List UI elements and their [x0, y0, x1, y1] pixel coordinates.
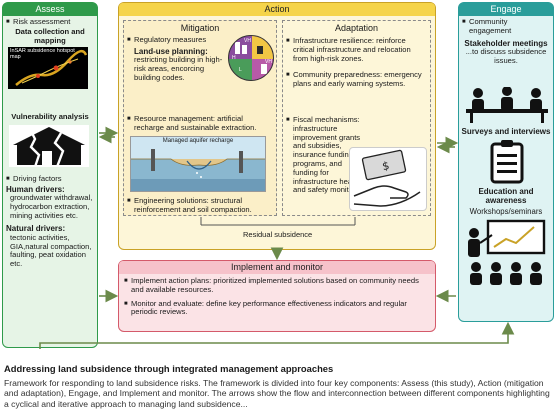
- landuse-text: restricting building in high-risk areas,…: [134, 55, 223, 82]
- assess-panel: Assess Risk assessment Data collection a…: [2, 2, 98, 348]
- map-label-h: H: [232, 55, 236, 61]
- data-collection-heading: Data collection and mapping: [15, 26, 85, 45]
- residual-subsidence-label: Residual subsidence: [243, 230, 313, 239]
- engage-title: Engage: [459, 3, 553, 16]
- human-drivers-heading: Human drivers:: [6, 184, 65, 194]
- implement-title: Implement and monitor: [119, 261, 435, 274]
- clipboard-icon: [490, 140, 524, 184]
- action-title: Action: [119, 3, 435, 16]
- presentation-icon: [468, 219, 546, 285]
- insar-map-label: InSAR subsidence hotspot map: [10, 48, 75, 60]
- map-label-vh-2: VH: [265, 59, 272, 65]
- insar-map-image: InSAR subsidence hotspot map: [8, 47, 88, 89]
- action-panel: Action Mitigation Regulatory measures La…: [118, 2, 436, 250]
- natural-drivers-heading: Natural drivers:: [6, 224, 66, 234]
- engineering-solutions: Engineering solutions: structural reinfo…: [127, 196, 273, 215]
- landuse-map-icon: VH H L VH: [228, 35, 274, 81]
- svg-text:$: $: [381, 159, 391, 173]
- landuse-heading: Land-use planning:: [134, 46, 208, 56]
- assess-title: Assess: [3, 3, 97, 16]
- implement-panel: Implement and monitor Implement action p…: [118, 260, 436, 332]
- workshops-label: Workshops/seminars: [469, 207, 543, 216]
- residual-subsidence-connector: [200, 217, 356, 226]
- human-drivers-text: groundwater withdrawal, hydrocarbon extr…: [10, 193, 93, 220]
- monitor-evaluate: Monitor and evaluate: define key perform…: [124, 299, 430, 318]
- infrastructure-resilience: Infrastructure resilience: reinforce cri…: [286, 36, 427, 63]
- funding-hand-icon: $: [349, 147, 427, 211]
- aquifer-recharge-label: Managed aquifer recharge: [162, 138, 234, 144]
- stakeholder-heading: Stakeholder meetings: [464, 38, 548, 48]
- adaptation-title: Adaptation: [334, 23, 379, 33]
- driving-factors-label: Driving factors: [6, 174, 94, 184]
- surveys-heading: Surveys and interviews: [461, 127, 551, 136]
- adaptation-box: Adaptation Infrastructure resilience: re…: [282, 20, 431, 216]
- cracked-house-icon: [9, 125, 89, 167]
- fiscal-mechanisms: Fiscal mechanisms: infrastructure improv…: [286, 115, 368, 195]
- mitigation-title: Mitigation: [180, 23, 220, 33]
- community-engagement: Community engagement: [462, 17, 550, 36]
- caption-title: Addressing land subsidence through integ…: [4, 363, 334, 374]
- implement-action-plans: Implement action plans: prioritized impl…: [124, 276, 430, 295]
- caption-body: Framework for responding to land subside…: [4, 378, 550, 409]
- regulatory-measures: Regulatory measures: [127, 35, 223, 45]
- vulnerability-heading: Vulnerability analysis: [11, 112, 89, 121]
- education-heading: Education and awareness: [478, 187, 534, 206]
- map-label-l: L: [239, 67, 242, 73]
- resource-management: Resource management: artificial recharge…: [127, 114, 273, 133]
- risk-assessment-label: Risk assessment: [6, 17, 94, 27]
- meeting-icon: [466, 87, 548, 123]
- engage-panel: Engage Community engagement Stakeholder …: [458, 2, 554, 322]
- natural-drivers-text: tectonic activities, GIA,natural compact…: [10, 232, 92, 269]
- aquifer-recharge-diagram: Managed aquifer recharge: [130, 136, 266, 192]
- stakeholder-text: ...to discuss subsidence issues.: [465, 46, 547, 65]
- map-label-vh: VH: [244, 38, 251, 44]
- community-preparedness: Community preparedness: emergency plans …: [286, 71, 427, 89]
- mitigation-box: Mitigation Regulatory measures Land-use …: [123, 20, 277, 216]
